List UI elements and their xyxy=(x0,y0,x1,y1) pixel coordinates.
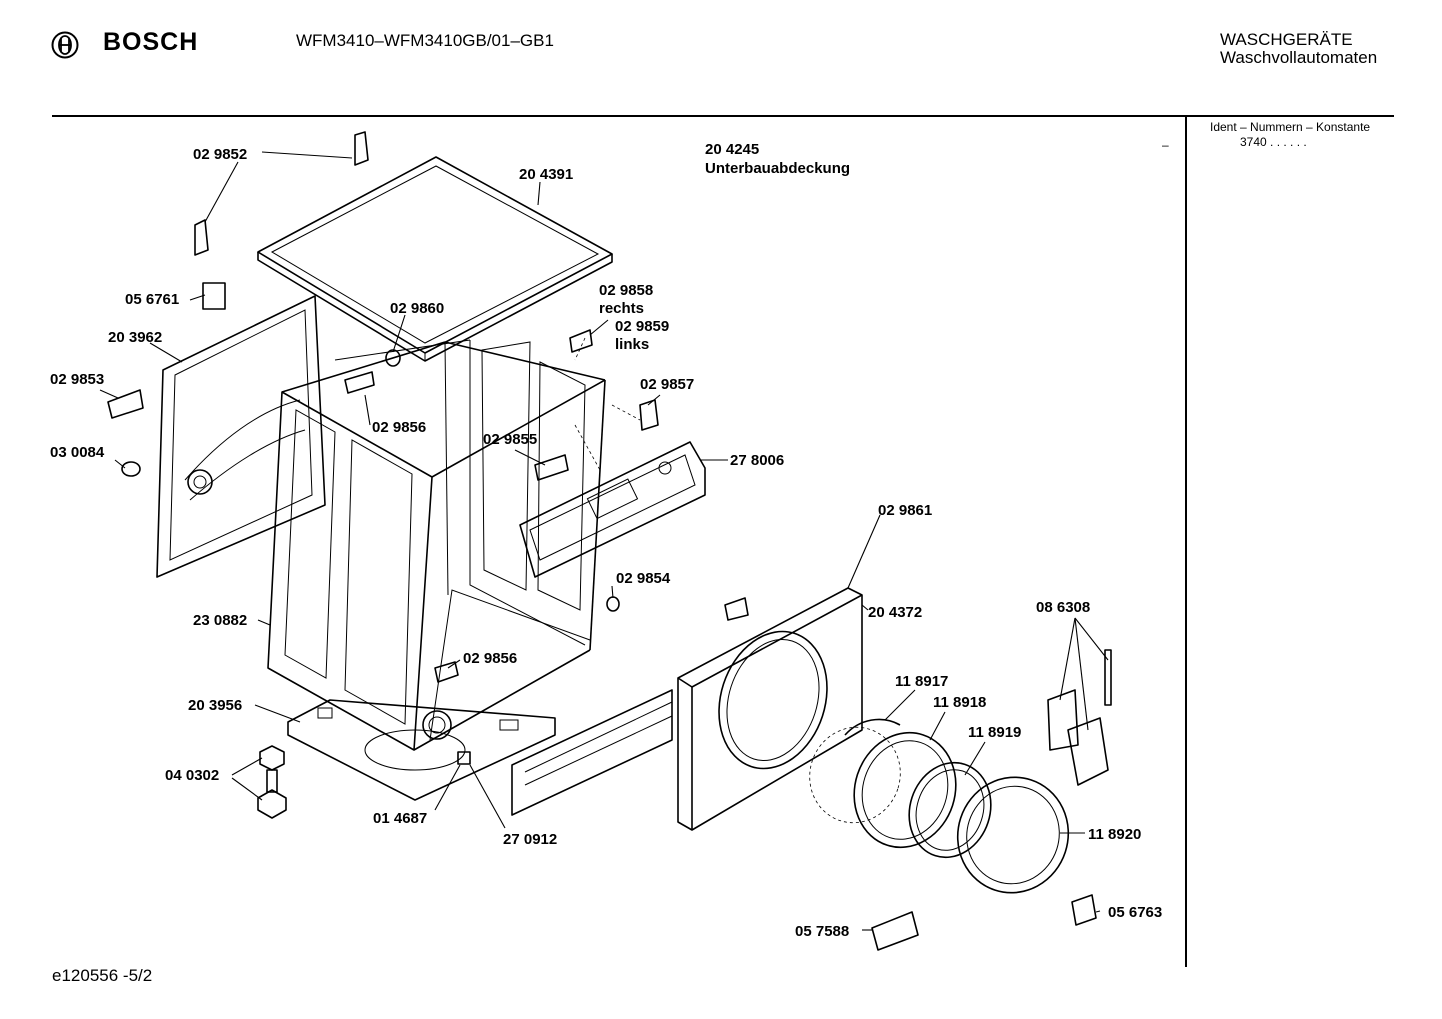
part-label-086308: 08 6308 xyxy=(1036,599,1090,616)
part-label-204245: 20 4245 xyxy=(705,141,759,158)
category-subtitle: Waschvollautomaten xyxy=(1220,48,1378,67)
part-label-040302: 04 0302 xyxy=(165,767,219,784)
rear-panel-drawing xyxy=(156,295,326,578)
part-label-029857: 02 9857 xyxy=(640,376,694,393)
part-label-029859: 02 9859 xyxy=(615,318,669,335)
part-label-204391: 20 4391 xyxy=(519,166,573,183)
top-cover-drawing xyxy=(257,156,613,362)
part-label-029858: 02 9858 xyxy=(599,282,653,299)
part-label-029860: 02 9860 xyxy=(390,300,444,317)
part-label-029852: 02 9852 xyxy=(193,146,247,163)
part-label-056761: 05 6761 xyxy=(125,291,179,308)
plinth-strip-drawing xyxy=(511,689,673,816)
hinge-drawing xyxy=(1047,649,1112,786)
control-bracket-drawing xyxy=(519,441,706,578)
sidebar-divider xyxy=(1185,117,1187,967)
bosch-armature-icon xyxy=(51,31,79,59)
part-label-270912: 27 0912 xyxy=(503,831,557,848)
part-label-230882: 23 0882 xyxy=(193,612,247,629)
part-label-links: links xyxy=(615,336,649,353)
base-plate-drawing xyxy=(287,699,556,801)
header-divider xyxy=(52,115,1394,117)
part-label-030084: 03 0084 xyxy=(50,444,105,461)
part-label-118919: 11 8919 xyxy=(968,724,1021,741)
drawing-code: e120556 -5/2 xyxy=(52,966,153,985)
part-label-204372: 20 4372 xyxy=(868,604,922,621)
part-label-029856-top: 02 9856 xyxy=(372,419,426,436)
door-assembly-drawing xyxy=(809,718,1070,894)
part-label-rechts: rechts xyxy=(599,300,644,317)
model-number: WFM3410–WFM3410GB/01–GB1 xyxy=(296,31,554,50)
part-label-203962: 20 3962 xyxy=(108,329,162,346)
part-name-unterbauabdeckung: Unterbauabdeckung xyxy=(705,160,850,177)
small-parts-drawing xyxy=(107,131,1097,951)
part-label-118917: 11 8917 xyxy=(895,673,948,690)
brand-name: BOSCH xyxy=(103,28,199,56)
part-label-029854: 02 9854 xyxy=(616,570,671,587)
part-label-029855: 02 9855 xyxy=(483,431,537,448)
margin-mark: – xyxy=(1162,138,1169,152)
cabinet-body-drawing xyxy=(267,339,606,751)
part-label-203956: 20 3956 xyxy=(188,697,242,714)
part-label-029856-bottom: 02 9856 xyxy=(463,650,517,667)
part-label-057588: 05 7588 xyxy=(795,923,849,940)
part-label-118920: 11 8920 xyxy=(1088,826,1141,843)
part-label-118918: 11 8918 xyxy=(933,694,986,711)
front-panel-drawing xyxy=(677,587,863,831)
part-label-029861: 02 9861 xyxy=(878,502,932,519)
assembly-guides xyxy=(574,337,641,471)
ident-value: 3740 . . . . . . xyxy=(1240,135,1307,149)
part-label-029853: 02 9853 xyxy=(50,371,104,388)
part-label-014687: 01 4687 xyxy=(373,810,427,827)
leader-lines xyxy=(99,151,1109,931)
ident-label: Ident – Nummern – Konstante xyxy=(1210,120,1371,134)
category-title: WASCHGERÄTE xyxy=(1220,30,1353,49)
part-label-056763: 05 6763 xyxy=(1108,904,1162,921)
part-labels: 02 9852 20 4391 20 4245 Unterbauabdeckun… xyxy=(50,141,1162,940)
part-label-278006: 27 8006 xyxy=(730,452,784,469)
